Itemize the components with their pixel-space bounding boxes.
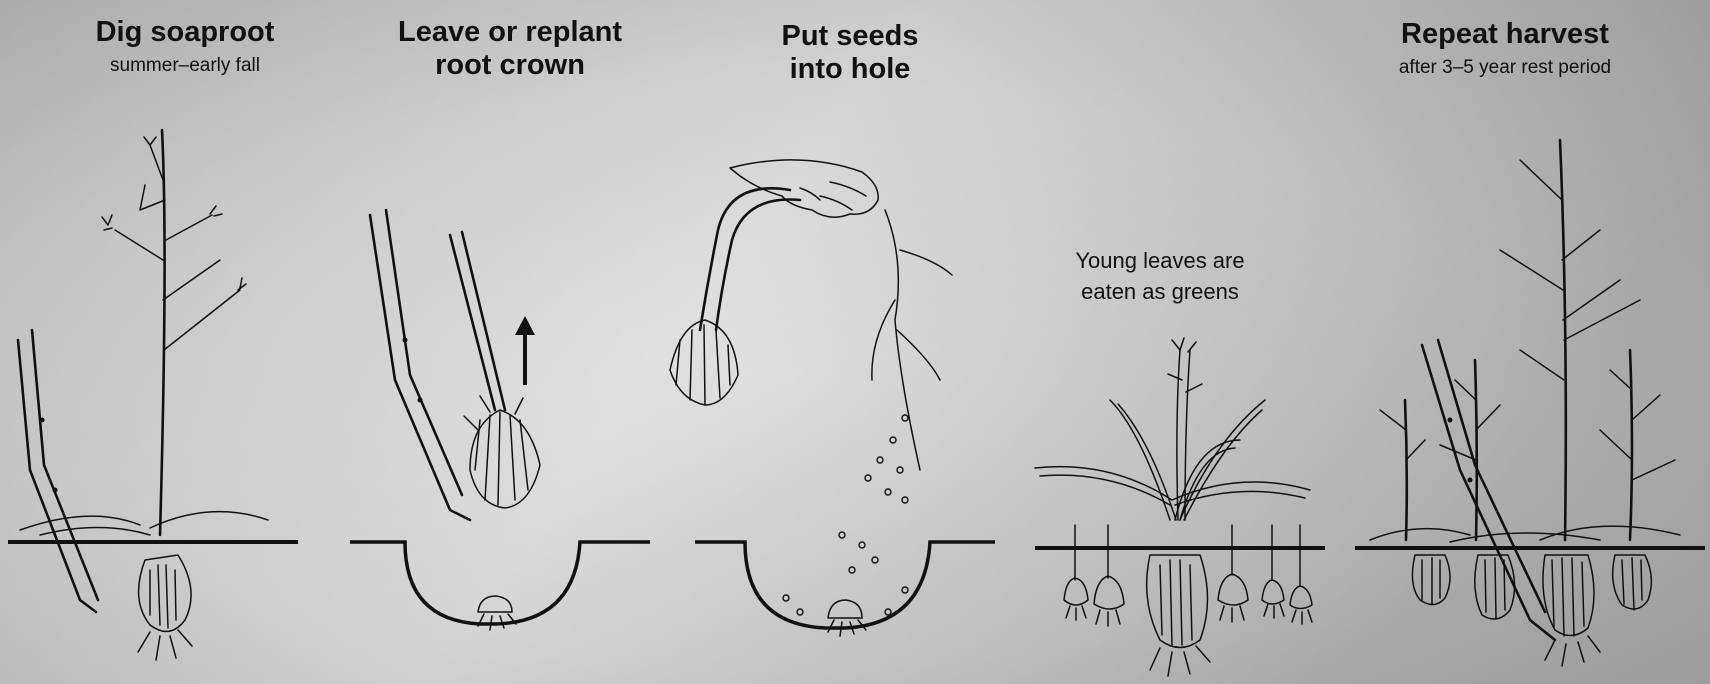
panel-1-dig xyxy=(8,130,298,660)
central-bulb-4 xyxy=(1147,555,1208,648)
panel-3-seeds xyxy=(670,160,995,636)
grass-blades-5 xyxy=(1370,526,1680,542)
root-crown-2 xyxy=(470,410,540,508)
side-stalk-b-5 xyxy=(1630,350,1632,540)
grass-blades-1 xyxy=(20,512,268,535)
flower-stalk-1 xyxy=(160,130,165,535)
small-bulb-3 xyxy=(828,600,862,618)
held-stalk-3 xyxy=(700,188,790,330)
panel-2-replant xyxy=(350,210,650,630)
leaf-stalk-2 xyxy=(450,235,495,410)
panel-4-young-leaves xyxy=(1035,338,1325,676)
roots-1 xyxy=(138,630,192,660)
seeds xyxy=(783,415,908,615)
dangling-roots-3 xyxy=(872,210,952,470)
digging-stick-1 xyxy=(18,340,96,612)
bulbs-5 xyxy=(1412,555,1651,666)
digging-stick-2 xyxy=(370,215,470,520)
leaf-left-4 xyxy=(1035,467,1172,505)
branches-1 xyxy=(115,145,240,350)
small-bulb-2 xyxy=(478,596,512,612)
side-stalk-a-5 xyxy=(1475,360,1477,540)
seedling-bulbs xyxy=(1064,525,1312,626)
hole-3 xyxy=(695,542,995,628)
panel-5-repeat-harvest xyxy=(1355,140,1705,666)
side-stalk-c-5 xyxy=(1405,400,1407,540)
bulb-1 xyxy=(139,555,192,631)
